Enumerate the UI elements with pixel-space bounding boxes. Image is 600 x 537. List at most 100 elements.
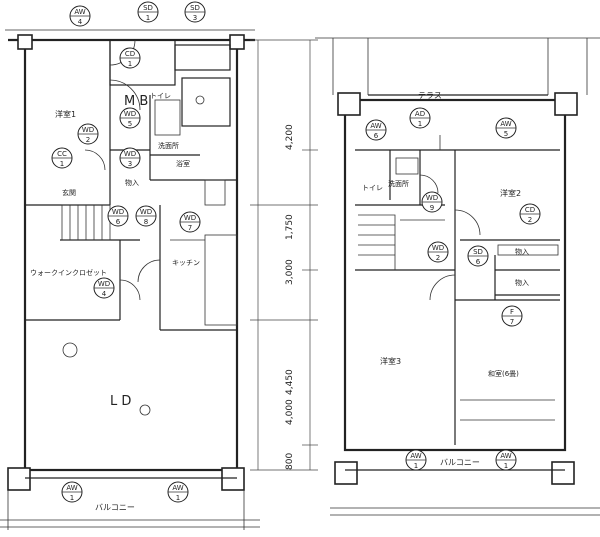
tag-code: WD: [112, 208, 124, 216]
tag-code: WD: [98, 280, 110, 288]
room-label-storage-right1: 物入: [515, 247, 529, 256]
fixture-tag: WD 2: [77, 123, 99, 145]
tag-code: SD: [143, 4, 153, 12]
room-label-genkan: 玄関: [62, 188, 76, 197]
fixture-tag: AW1: [495, 449, 517, 471]
tag-code: WD: [432, 244, 444, 252]
kitchen-counter: [204, 234, 238, 326]
tag-code: AW: [410, 452, 421, 460]
tag-number: 7: [188, 224, 192, 232]
tag-code: AD: [415, 110, 425, 118]
fixture-tag: AD 1: [409, 107, 431, 129]
stairs: [61, 204, 111, 241]
room-label-balcony-left: バルコニー: [95, 503, 135, 512]
room-label-washroom-right: 洗面所: [388, 179, 409, 188]
tag-number: 2: [528, 216, 532, 224]
room-label-storage-right2: 物入: [515, 278, 529, 287]
room-label-western2: 洋室2: [500, 188, 521, 198]
room-label-ld: L D: [110, 394, 131, 409]
dim-4200: 4,200: [285, 124, 295, 150]
room-label-western3: 洋室3: [380, 356, 401, 366]
fixture-tag: F7: [501, 305, 523, 327]
room-label-walk-in-closet: ウォークインクロゼット: [30, 268, 107, 277]
stairs: [358, 214, 445, 270]
tag-code: CD: [525, 206, 535, 214]
tag-code: WD: [140, 208, 152, 216]
tag-number: 1: [146, 14, 150, 22]
tag-code: AW: [74, 8, 85, 16]
fixture-tag: WD 2: [427, 241, 449, 263]
fixture-tag: CC 1: [51, 147, 73, 169]
tag-code: CC: [57, 150, 67, 158]
room-label-terrace: テラス: [418, 91, 442, 100]
light-fixture-icon: [195, 95, 205, 105]
column: [551, 461, 575, 485]
fixture-tag: WD 6: [107, 205, 129, 227]
tag-code: AW: [66, 484, 77, 492]
fixture-tag: WD9: [421, 191, 443, 213]
tag-code: WD: [124, 150, 136, 158]
tag-code: AW: [370, 122, 381, 130]
fixture-tag: WD 8: [135, 205, 157, 227]
tag-number: 3: [128, 160, 132, 168]
dim-800: 800: [285, 453, 295, 470]
tag-code: SD: [190, 4, 200, 12]
tag-number: 8: [144, 218, 148, 226]
room-label-balcony-right: バルコニー: [440, 458, 480, 467]
tag-number: 6: [374, 132, 379, 140]
room-label-kitchen: キッチン: [172, 259, 200, 267]
tag-number: 1: [60, 160, 64, 168]
dim-4450: 4,450: [285, 369, 295, 395]
room-label-storage: 物入: [125, 178, 139, 187]
toilet-fixture: [395, 157, 419, 175]
column: [221, 467, 245, 491]
column: [229, 34, 245, 50]
tag-code: CD: [125, 50, 135, 58]
fixture-tag: AW 4: [69, 5, 91, 27]
left-floor-plan: M B 洋室1 ウォークインクロゼット L D キッチン バルコニー 玄関 洗面…: [0, 29, 260, 530]
light-fixture-icon: [139, 404, 151, 416]
room-label-washroom: 洗面所: [158, 141, 179, 150]
meter-box: [174, 44, 231, 71]
right-outer-wall: [343, 98, 567, 452]
tag-number: 6: [116, 218, 121, 226]
fixture-tag: CD 2: [519, 203, 541, 225]
fixture-tag: AW 1: [61, 481, 83, 503]
tag-number: 1: [504, 462, 508, 470]
tag-number: 1: [414, 462, 418, 470]
tag-number: 7: [510, 318, 514, 326]
column: [17, 34, 33, 50]
right-floor-plan: テラス 洋室2 洋室3 和室(6畳) バルコニー トイレ 洗面所 物入 物入: [315, 37, 600, 516]
fixture-tag: CD1: [119, 47, 141, 69]
tag-code: SD: [473, 248, 483, 256]
dim-3000: 3,000: [285, 259, 295, 285]
tag-number: 4: [78, 18, 83, 26]
room-label-japanese: 和室(6畳): [488, 369, 519, 378]
room-label-toilet: トイレ: [150, 92, 171, 100]
fixture-tag: WD 7: [179, 211, 201, 233]
fixture-tag: WD 3: [119, 147, 141, 169]
fixture-tag: SD6: [467, 245, 489, 267]
tag-code: WD: [184, 214, 196, 222]
tag-code: WD: [82, 126, 94, 134]
column: [337, 92, 361, 116]
tag-number: 5: [504, 130, 508, 138]
tag-code: F: [510, 308, 514, 316]
fixture-tag: SD 1: [137, 1, 159, 23]
dim-1750: 1,750: [285, 214, 295, 240]
tag-number: 3: [193, 14, 197, 22]
tag-number: 2: [436, 254, 440, 262]
fixture-tag: AW1: [167, 481, 189, 503]
tag-number: 2: [86, 136, 90, 144]
room-label-western1: 洋室1: [55, 109, 76, 119]
column: [554, 92, 578, 116]
fixture-tag: AW5: [495, 117, 517, 139]
dimension-lines: 4,200 1,750 3,000 4,450 4,000 800: [250, 39, 318, 471]
tag-number: 1: [70, 494, 74, 502]
tag-code: WD: [124, 110, 136, 118]
tag-number: 1: [418, 120, 422, 128]
fixture-tag: WD5: [119, 107, 141, 129]
tag-code: AW: [172, 484, 183, 492]
